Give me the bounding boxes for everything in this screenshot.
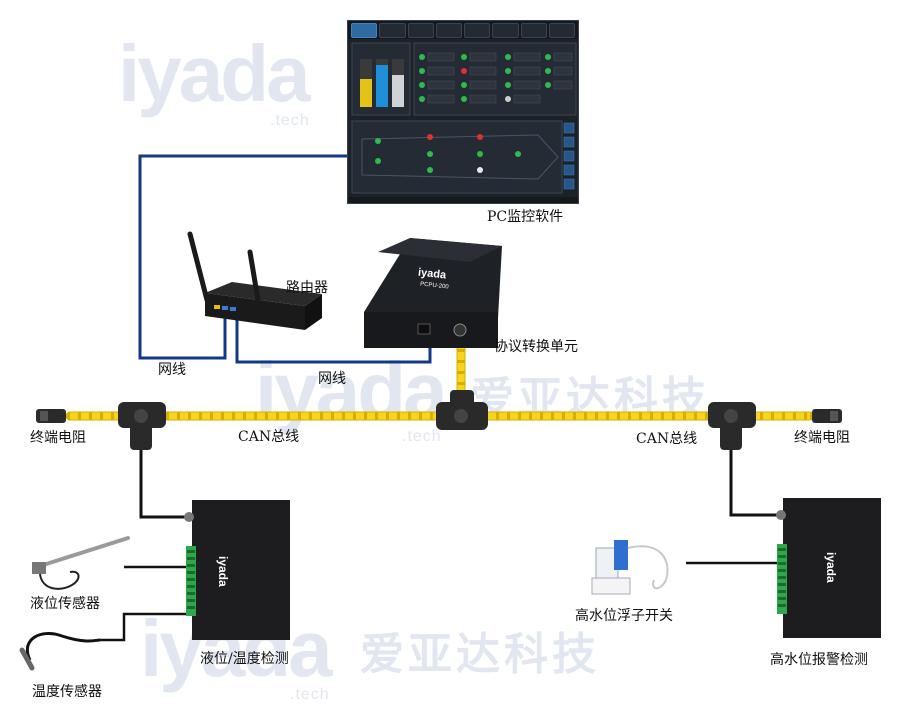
monitor-tab[interactable] — [492, 23, 519, 38]
detector-right-brand: iyada — [824, 552, 838, 583]
monitor-tab[interactable] — [520, 23, 547, 38]
label-temp-sensor: 温度传感器 — [32, 684, 102, 700]
temp-sensor-icon — [19, 632, 101, 671]
monitor-tab[interactable] — [379, 23, 406, 38]
label-network-left: 网线 — [158, 362, 186, 378]
terminator-right-icon — [812, 409, 842, 423]
high-water-detector-icon — [776, 498, 881, 638]
watermark-logo-top: iyada — [118, 29, 311, 118]
label-can-bus-right: CAN总线 — [636, 431, 698, 447]
t-connector-right-icon — [708, 402, 756, 450]
monitor-tab[interactable] — [464, 23, 491, 38]
monitor-tab[interactable] — [435, 23, 462, 38]
label-terminator-right: 终端电阻 — [794, 430, 850, 446]
label-protocol-unit: 协议转换单元 — [494, 339, 578, 355]
monitor-tab[interactable] — [407, 23, 434, 38]
sensor-cables — [100, 561, 778, 642]
monitor-content — [348, 42, 578, 203]
label-network-mid: 网线 — [318, 371, 346, 387]
label-router: 路由器 — [286, 280, 328, 296]
monitor-tab[interactable] — [351, 23, 378, 38]
label-level-sensor: 液位传感器 — [30, 596, 100, 612]
label-high-water-detect: 高水位报警检测 — [770, 652, 868, 668]
t-connector-mid-icon — [436, 390, 488, 430]
label-terminator-left: 终端电阻 — [30, 430, 86, 446]
label-can-bus-left: CAN总线 — [238, 429, 300, 445]
monitor-nav-bar — [348, 21, 578, 39]
watermark-tech-mid: .tech — [402, 428, 442, 445]
watermark-tech-bottom: .tech — [290, 686, 330, 703]
label-level-temp-detect: 液位/温度检测 — [200, 651, 289, 667]
drop-cables — [139, 450, 785, 519]
label-float-switch: 高水位浮子开关 — [575, 608, 673, 624]
protocol-gateway-icon — [364, 238, 502, 348]
monitor-tab[interactable] — [548, 23, 575, 38]
label-pc-software: PC监控软件 — [487, 209, 564, 225]
watermark-tech-top: .tech — [270, 112, 310, 129]
ethernet-cable-pc — [138, 154, 350, 360]
pc-monitor-screen — [347, 20, 579, 204]
router-icon — [187, 231, 322, 330]
watermark-cn-bottom: 爱亚达科技 — [360, 630, 600, 679]
float-switch-icon — [591, 540, 669, 595]
level-sensor-icon — [32, 536, 130, 590]
detector-left-brand: iyada — [216, 556, 230, 587]
terminator-left-icon — [36, 409, 66, 423]
level-temp-detector-icon — [184, 500, 290, 640]
t-connector-left-icon — [118, 402, 166, 450]
